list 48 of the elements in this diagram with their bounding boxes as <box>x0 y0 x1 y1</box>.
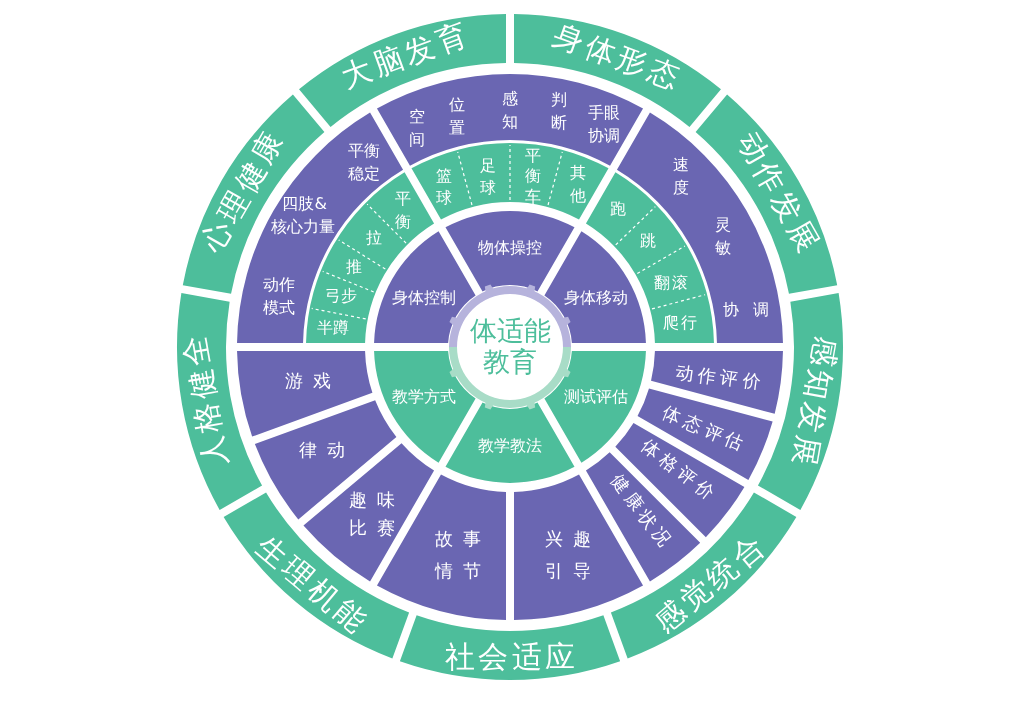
ring-segment <box>445 402 575 483</box>
ring-segment <box>445 211 575 292</box>
segment-label: 翻滚 <box>652 273 691 293</box>
segment-label: 判断 <box>551 88 567 134</box>
segment-label: 手眼协调 <box>587 101 621 147</box>
segment-label: 半蹲 <box>317 318 349 338</box>
segment-label: 感知发展 <box>785 332 845 472</box>
ring-segment <box>399 615 621 680</box>
segment-label: 身体移动 <box>563 287 628 308</box>
segment-label: 动作评价 <box>673 360 767 394</box>
segment-label: 平衡 <box>395 187 411 233</box>
ring-segment <box>376 474 506 620</box>
segment-label: 物体操控 <box>478 238 542 258</box>
segment-label: 跳 <box>640 231 656 251</box>
ring-segment <box>237 351 373 437</box>
segment-label: 平衡车 <box>525 146 541 208</box>
segment-label: 拉 <box>366 228 382 248</box>
segment-label: 空间 <box>409 105 425 151</box>
segment-label: 教学方式 <box>392 386 457 407</box>
segment-label: 灵敏 <box>715 213 731 259</box>
ring-segment <box>177 293 263 511</box>
segment-label: 教学教法 <box>478 436 542 456</box>
segment-label: 感知 <box>502 87 518 133</box>
segment-label: 趣味比赛 <box>347 488 407 540</box>
segment-label: 其他 <box>570 161 586 207</box>
segment-label: 人格健全 <box>175 329 234 471</box>
segment-label: 爬行 <box>661 313 700 333</box>
segment-label: 测试评估 <box>563 386 628 407</box>
segment-label: 兴趣引导 <box>543 526 603 582</box>
segment-label: 平衡稳定 <box>347 139 381 185</box>
segment-label: 动作模式 <box>262 273 296 319</box>
segment-label: 社会适应 <box>443 639 579 675</box>
ring-segment <box>374 351 476 463</box>
segment-label: 足球 <box>480 154 496 199</box>
segment-label: 律动 <box>297 439 357 461</box>
segment-label: 身体控制 <box>392 287 457 308</box>
segment-label: 协调 <box>722 300 783 320</box>
segment-label: 篮球 <box>436 164 452 209</box>
segment-label: 推 <box>346 257 362 277</box>
segment-label: 四肢&核心力量 <box>271 192 337 238</box>
ring-segment <box>223 492 410 659</box>
segment-label: 跑 <box>610 199 626 219</box>
ring-segment <box>695 94 838 294</box>
segment-label: 弓步 <box>325 286 357 306</box>
segment-label: 游戏 <box>283 370 343 392</box>
segment-label: 故事情节 <box>433 526 493 582</box>
segment-label: 速度 <box>673 153 689 199</box>
segment-label: 动作发展 <box>731 125 829 261</box>
